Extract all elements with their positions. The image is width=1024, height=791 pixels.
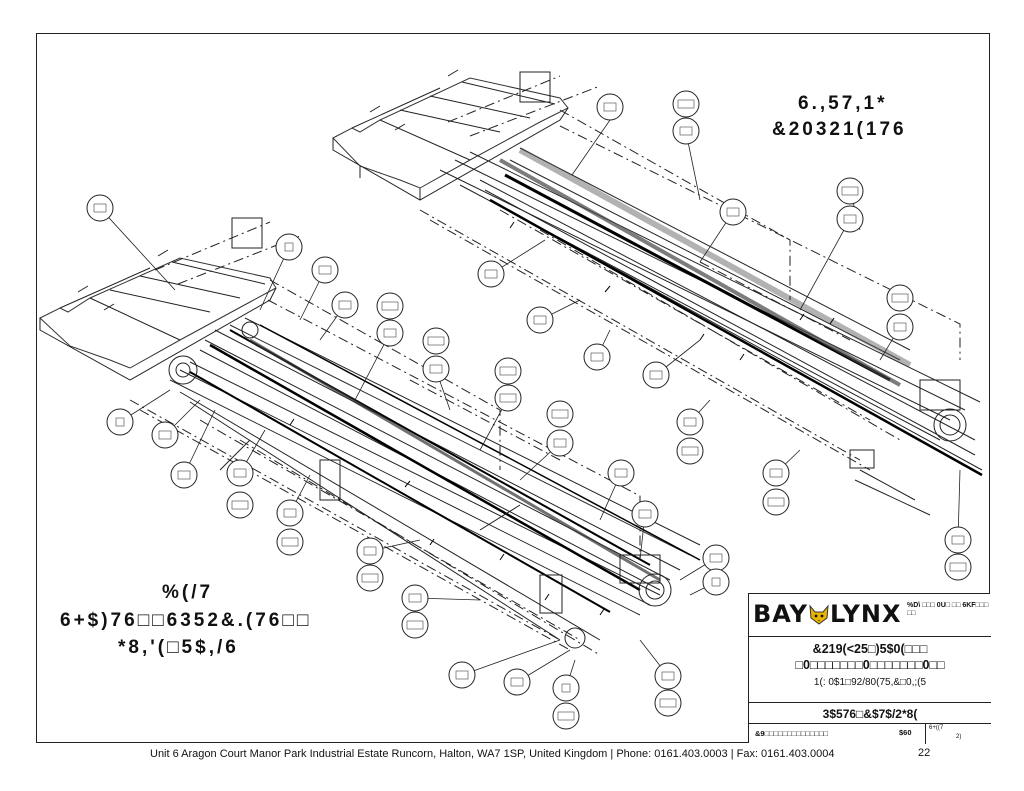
title-block-description-row: &219(<25□)5$0(□□□ □0□□□□□□□0□□□□□□□0□□ 1… (749, 637, 991, 703)
skirt-components-label-line1: 6.,57,1* (798, 93, 888, 114)
description-line2: □0□□□□□□□0□□□□□□□0□□ (795, 658, 945, 672)
skirt-assembly-view (332, 69, 983, 516)
sheet-value: 2) (956, 734, 962, 740)
lynx-cat-icon (809, 604, 829, 625)
part-title: 3$576□&$7$/2*8( (822, 707, 918, 721)
page-frame (36, 33, 990, 743)
belt-assembly-view (39, 217, 701, 656)
brand-left: BAY (753, 600, 808, 628)
skirt-components-label-line2: &20321(176 (772, 119, 907, 140)
leader-lines (99, 119, 961, 689)
title-block: BAY LYNX %D\ □□□ 0U□ □□ 6KF□□□ □□ &219(<2… (748, 593, 991, 744)
callout-balloons (86, 90, 972, 730)
sheet-cell: 6+((7 2) (925, 724, 992, 744)
footer-address: Unit 6 Aragon Court Manor Park Industria… (150, 748, 835, 760)
description-line3: 1(: 0$1□92/80(75,&□0,;(5 (813, 677, 927, 688)
brand-right: LYNX (829, 600, 902, 628)
title-block-reference-row: &9□□□□□□□□□□□□□□ $60 6+((7 2) (749, 724, 991, 744)
belt-label-line3: *8,'(□5$,/6 (118, 637, 239, 658)
page-number: 22 (918, 747, 931, 759)
brand-logo: BAY LYNX (753, 600, 901, 628)
belt-label-line2: 6+$)76□□6352&.(76□□ (60, 610, 312, 631)
title-block-part-title-row: 3$576□&$7$/2*8( (749, 703, 991, 724)
belt-label-line1: %(/7 (162, 582, 214, 603)
reference-code: &9□□□□□□□□□□□□□□ (755, 729, 829, 738)
reference-number: $60 (899, 728, 912, 737)
callout-glyph-boxes (93, 99, 967, 721)
brand-tagline: %D\ □□□ 0U□ □□ 6KF□□□ □□ (907, 602, 989, 617)
title-block-logo-row: BAY LYNX %D\ □□□ 0U□ □□ 6KF□□□ □□ (749, 594, 991, 637)
sheet-label: 6+((7 (929, 725, 944, 731)
description-line1: &219(<25□)5$0(□□□ (812, 642, 928, 656)
